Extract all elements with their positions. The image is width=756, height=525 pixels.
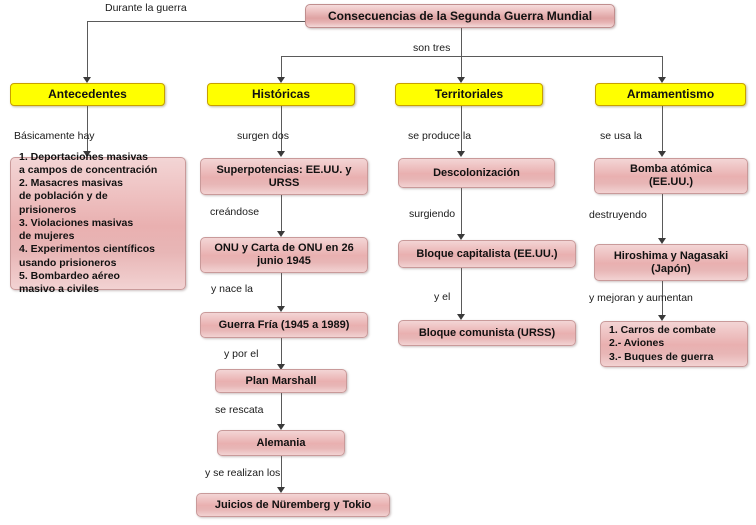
- arrow-to-bloque-capitalista: [457, 234, 465, 240]
- node-plan-marshall: Plan Marshall: [215, 369, 347, 393]
- connector-guerra-fria-to-plan-marshall: [281, 338, 282, 366]
- node-title-consecuencias: Consecuencias de la Segunda Guerra Mundi…: [305, 4, 615, 28]
- branch-territoriales: Territoriales: [395, 83, 543, 106]
- arrow-to-plan-marshall: [277, 364, 285, 370]
- connector-title-to-antecedentes-vertical: [87, 21, 88, 81]
- arrow-to-bomba-atomica: [658, 151, 666, 157]
- connector-armamentismo-to-bomba: [662, 106, 663, 153]
- connector-antecedentes-to-lista: [87, 106, 88, 153]
- edge-label-y-se-realizan-los: y se realizan los: [205, 467, 281, 479]
- node-alemania: Alemania: [217, 430, 345, 456]
- arrow-to-territoriales: [457, 77, 465, 83]
- arrow-to-armamentismo: [658, 77, 666, 83]
- arrow-to-lista-antecedentes: [83, 151, 91, 157]
- arrow-to-bloque-comunista: [457, 314, 465, 320]
- edge-label-se-usa-la: se usa la: [600, 130, 643, 142]
- node-superpotencias: Superpotencias: EE.UU. y URSS: [200, 158, 368, 195]
- connector-bar-to-armamentismo: [662, 56, 663, 77]
- node-juicios-nuremberg: Juicios de Nüremberg y Tokio: [196, 493, 390, 517]
- arrow-to-hiroshima: [658, 238, 666, 244]
- branch-historicas: Históricas: [207, 83, 355, 106]
- node-bloque-capitalista: Bloque capitalista (EE.UU.): [398, 240, 576, 268]
- arrow-to-superpotencias: [277, 151, 285, 157]
- node-onu: ONU y Carta de ONU en 26 junio 1945: [200, 237, 368, 273]
- connector-plan-marshall-to-alemania: [281, 393, 282, 426]
- edge-label-y-nace-la: y nace la: [211, 283, 254, 295]
- connector-alemania-to-juicios: [281, 456, 282, 489]
- node-hiroshima-nagasaki: Hiroshima y Nagasaki (Japón): [594, 244, 748, 281]
- edge-label-y-por-el: y por el: [224, 348, 259, 360]
- edge-label-se-produce-la: se produce la: [408, 130, 472, 142]
- arrow-to-alemania: [277, 424, 285, 430]
- edge-label-surgen-dos: surgen dos: [237, 130, 289, 142]
- connector-territoriales-to-descolonizacion: [461, 106, 462, 153]
- connector-bar-to-historicas: [281, 56, 282, 77]
- connector-title-down: [461, 28, 462, 56]
- connector-bar-to-territoriales: [461, 56, 462, 77]
- connector-descolonizacion-to-bloque-capitalista: [461, 188, 462, 236]
- connector-onu-to-guerra-fria: [281, 273, 282, 308]
- connector-title-to-antecedentes-horizontal: [87, 21, 306, 22]
- branch-antecedentes: Antecedentes: [10, 83, 165, 106]
- arrow-to-historicas: [277, 77, 285, 83]
- edge-label-destruyendo: destruyendo: [589, 209, 647, 221]
- edge-label-y-el: y el: [434, 291, 451, 303]
- arrow-to-juicios: [277, 487, 285, 493]
- arrow-to-descolonizacion: [457, 151, 465, 157]
- edge-label-durante-la-guerra: Durante la guerra: [105, 2, 187, 14]
- node-bloque-comunista: Bloque comunista (URSS): [398, 320, 576, 346]
- connector-bomba-to-hiroshima: [662, 194, 663, 240]
- edge-label-creandose: creándose: [210, 206, 260, 218]
- node-guerra-fria: Guerra Fría (1945 a 1989): [200, 312, 368, 338]
- edge-label-y-mejoran-y-aumentan: y mejoran y aumentan: [589, 292, 693, 304]
- arrow-to-guerra-fria: [277, 306, 285, 312]
- arrow-to-onu: [277, 231, 285, 237]
- arrow-to-lista-armas: [658, 315, 666, 321]
- branch-armamentismo: Armamentismo: [595, 83, 746, 106]
- node-lista-armas: 1. Carros de combate 2.- Aviones 3.- Buq…: [600, 321, 748, 367]
- connector-historicas-to-superpotencias: [281, 106, 282, 153]
- edge-label-se-rescata: se rescata: [215, 404, 264, 416]
- edge-label-basicamente-hay: Básicamente hay: [14, 130, 95, 142]
- arrow-to-antecedentes: [83, 77, 91, 83]
- node-bomba-atomica: Bomba atómica (EE.UU.): [594, 158, 748, 194]
- connector-superpotencias-to-onu: [281, 195, 282, 233]
- node-lista-antecedentes: 1. Deportaciones masivas a campos de con…: [10, 151, 186, 295]
- connector-hiroshima-to-lista-armas: [662, 281, 663, 317]
- node-descolonizacion: Descolonización: [398, 158, 555, 188]
- connector-bloque-capitalista-to-comunista: [461, 268, 462, 316]
- edge-label-son-tres: son tres: [413, 42, 451, 54]
- connector-son-tres-bar: [281, 56, 663, 57]
- edge-label-surgiendo: surgiendo: [409, 208, 456, 220]
